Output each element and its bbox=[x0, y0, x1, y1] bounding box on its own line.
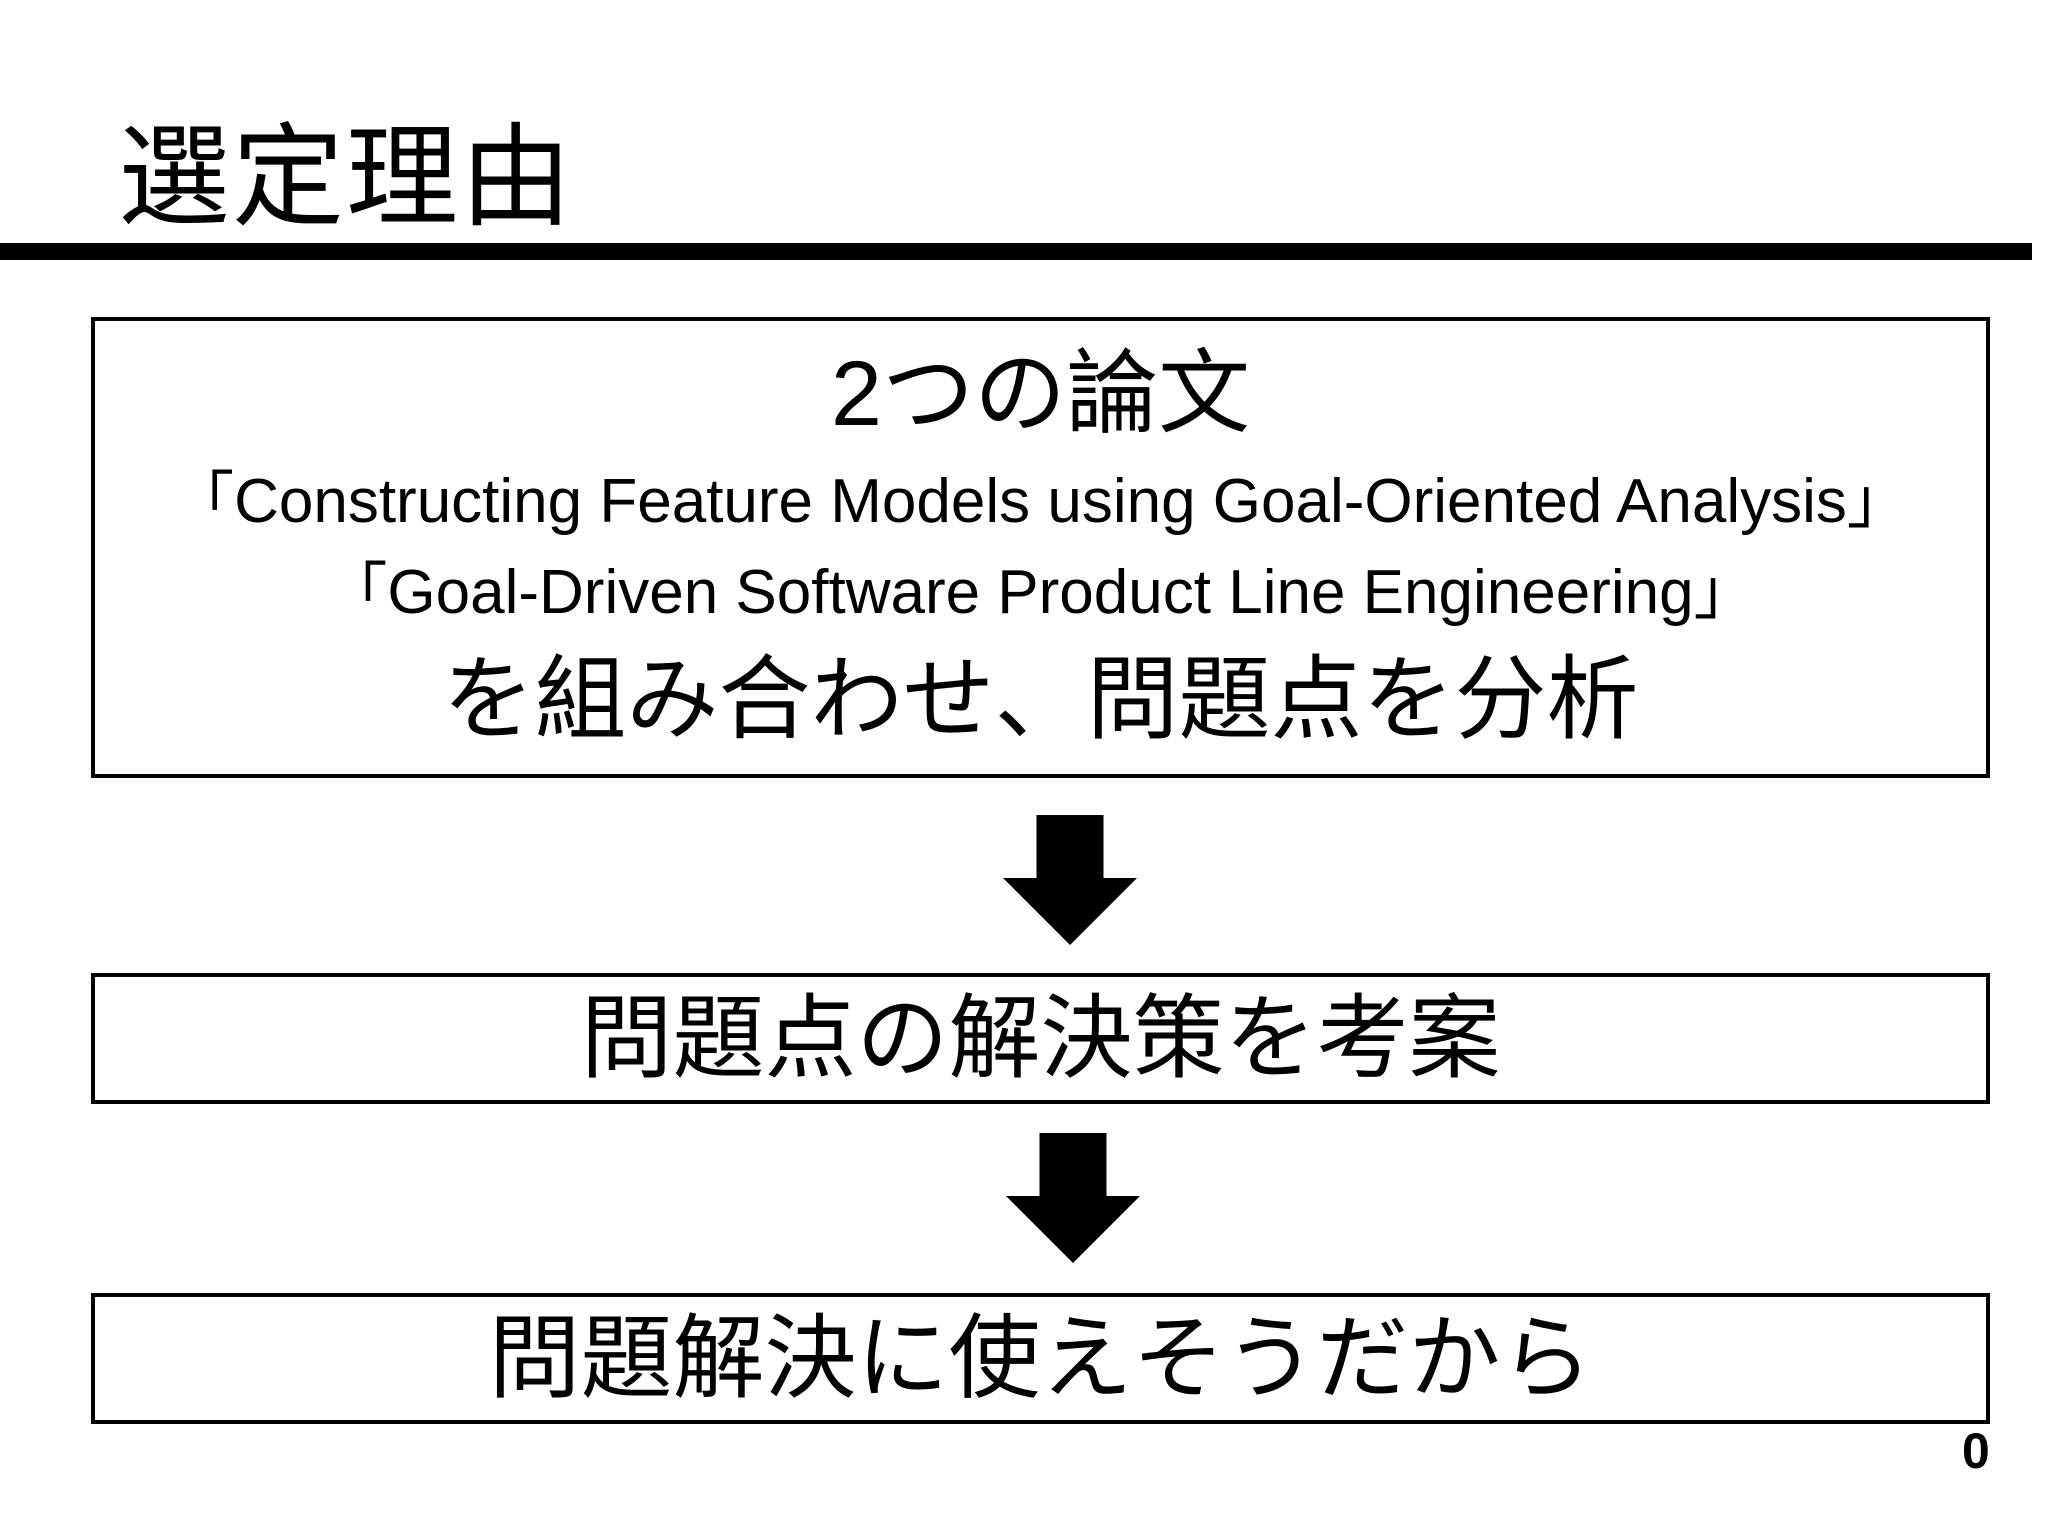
page-number: 0 bbox=[1962, 1423, 1990, 1479]
solution-text: 問題点の解決策を考案 bbox=[580, 987, 1501, 1090]
paper-title-2: 「Goal-Driven Software Product Line Engin… bbox=[325, 557, 1756, 627]
paper-title-1: 「Constructing Feature Models using Goal-… bbox=[172, 466, 1909, 536]
flow-box-reason: 問題解決に使えそうだから bbox=[91, 1293, 1990, 1424]
flow-box-papers: 2つの論文 「Constructing Feature Models using… bbox=[91, 317, 1990, 778]
page-title: 選定理由 bbox=[118, 115, 574, 240]
down-arrow-icon bbox=[1006, 1133, 1140, 1263]
reason-text: 問題解決に使えそうだから bbox=[488, 1307, 1593, 1410]
papers-conclusion: を組み合わせ、問題点を分析 bbox=[442, 648, 1639, 751]
down-arrow-icon bbox=[1003, 815, 1137, 945]
flow-box-solution: 問題点の解決策を考案 bbox=[91, 973, 1990, 1104]
title-underline-rule bbox=[0, 243, 2032, 260]
papers-heading: 2つの論文 bbox=[830, 342, 1251, 445]
